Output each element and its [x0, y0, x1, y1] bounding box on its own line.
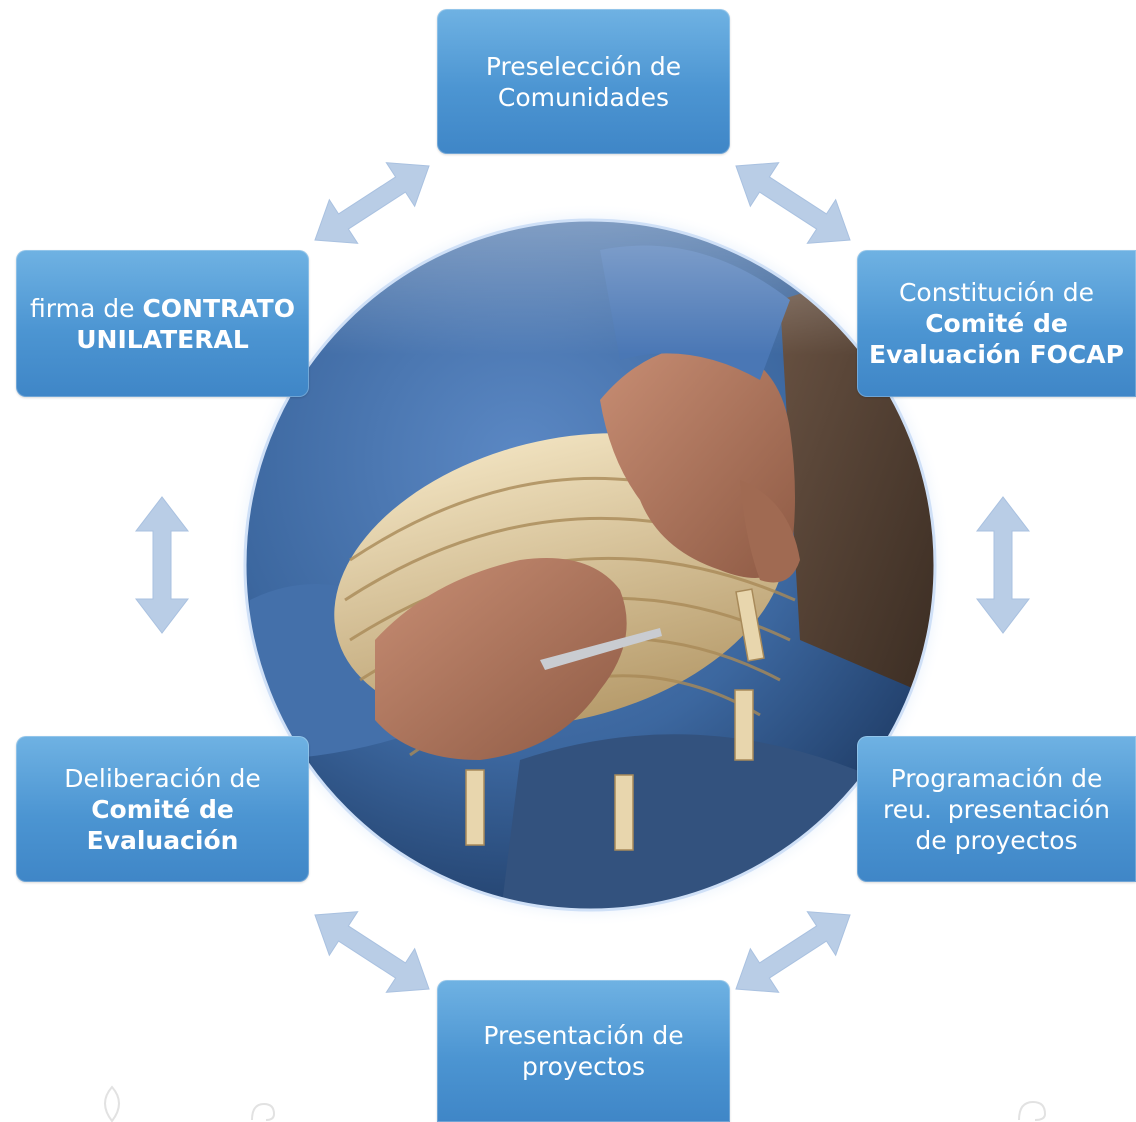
box-deliberacion-bold1: Comité de [91, 794, 234, 824]
box-programacion-line1: Programación de [890, 763, 1103, 793]
box-constitucion-bold2: Evaluación FOCAP [869, 340, 1124, 369]
decorative-swirl-icon [251, 1102, 276, 1121]
box-firma-bold1: CONTRATO [142, 293, 295, 323]
arrow-preseleccion-constitucion [735, 162, 851, 244]
box-firma: firma de CONTRATO UNILATERAL [16, 250, 309, 397]
box-constitucion: Constitución de Comité de Evaluación FOC… [857, 250, 1136, 397]
box-firma-line1: firma de CONTRATO [30, 293, 295, 324]
box-firma-plain: firma de [30, 293, 135, 323]
box-programacion-line2: reu. presentación [883, 794, 1110, 824]
box-preseleccion-line1: Preselección de [485, 51, 682, 81]
box-programacion: Programación de reu. presentación de pro… [857, 736, 1136, 882]
box-preseleccion-line2: Comunidades [497, 82, 670, 112]
arrow-firma-preseleccion [314, 162, 430, 244]
arrow-deliberacion-presentacion [314, 911, 430, 993]
box-deliberacion-plain: Deliberación de [64, 763, 261, 793]
box-deliberacion: Deliberación de Comité de Evaluación [16, 736, 309, 882]
arrow-firma-deliberacion [134, 496, 190, 634]
decorative-swirl-icon [1018, 1100, 1047, 1121]
arrow-constitucion-programacion [975, 496, 1031, 634]
box-presentacion-line1: Presentación de [483, 1021, 684, 1050]
box-constitucion-plain: Constitución de [898, 278, 1095, 307]
box-preseleccion: Preselección de Comunidades [437, 9, 730, 154]
box-deliberacion-bold2: Evaluación [86, 825, 239, 855]
box-constitucion-bold1: Comité de [925, 309, 1068, 338]
box-presentacion-line2: proyectos [522, 1052, 645, 1081]
arrow-programacion-presentacion [735, 911, 851, 993]
box-firma-bold2: UNILATERAL [76, 324, 249, 354]
box-programacion-line3: de proyectos [915, 825, 1078, 855]
decorative-leaf-icon [104, 1085, 120, 1122]
box-presentacion: Presentación de proyectos [437, 980, 730, 1122]
